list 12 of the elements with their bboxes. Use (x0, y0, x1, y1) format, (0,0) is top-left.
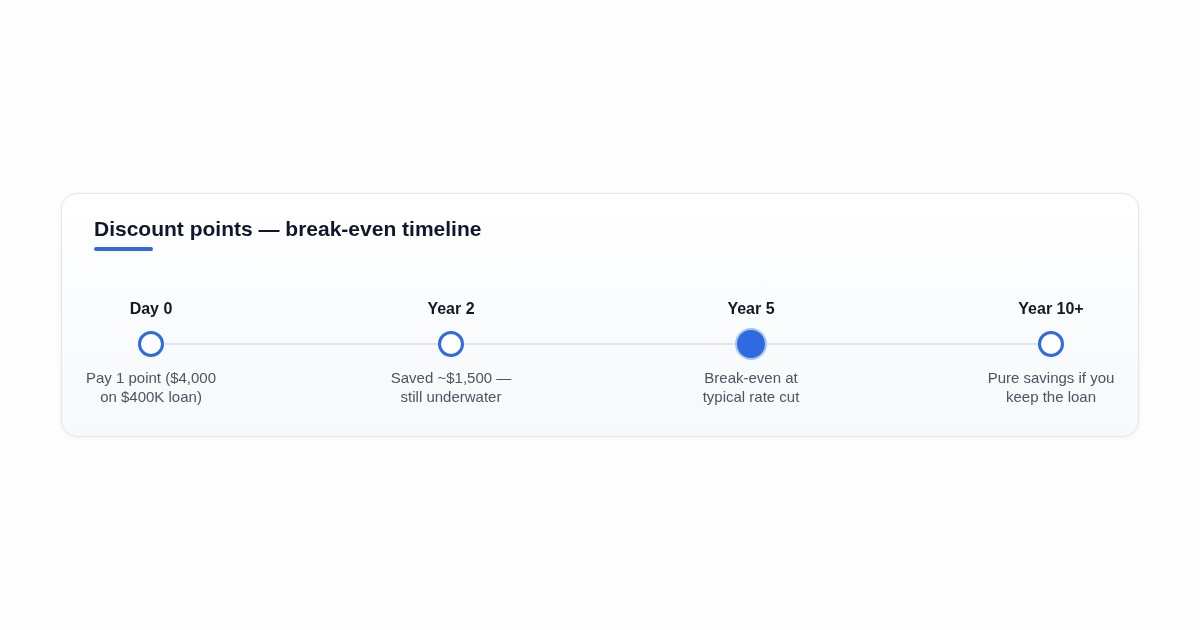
milestone-ring (138, 331, 164, 357)
milestone-label: Year 5 (726, 299, 776, 319)
milestone-description: Saved ~$1,500 — still underwater (389, 368, 513, 406)
diagram-title: Discount points — break-even timeline (94, 216, 482, 242)
milestone-description: Pay 1 point ($4,000 on $400K loan) (84, 368, 218, 406)
milestone-description: Pure savings if you keep the loan (986, 368, 1116, 406)
milestone-ring (438, 331, 464, 357)
milestone-label: Day 0 (128, 299, 174, 319)
milestone-description: Break-even at typical rate cut (701, 368, 801, 406)
milestone-ring (1038, 331, 1064, 357)
milestone-label: Year 2 (426, 299, 476, 319)
milestone-label: Year 10+ (1017, 299, 1085, 319)
